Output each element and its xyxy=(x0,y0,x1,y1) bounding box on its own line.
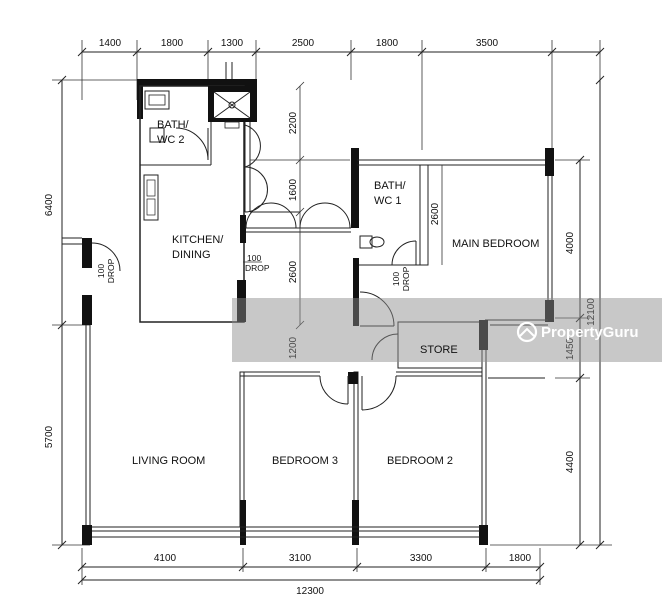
dim-right-mid: 1450 xyxy=(565,337,576,360)
bath-wc2-label-line2: WC 2 xyxy=(157,134,185,146)
bath-wc2-label-line1: BATH/ xyxy=(157,119,190,131)
dim-kitchen-v1: 1600 xyxy=(288,178,299,201)
living-room-label: LIVING ROOM xyxy=(132,455,205,467)
store-label: STORE xyxy=(420,344,458,356)
walls xyxy=(82,79,554,545)
dim-bath1-height: 2600 xyxy=(430,202,441,225)
room-labels: BATH/ WC 2 KITCHEN/ DINING BATH/ WC 1 MA… xyxy=(132,119,539,467)
drop-bath1-value: 100 xyxy=(391,272,401,286)
drop-left-label: DROP xyxy=(106,258,116,283)
kitchen-label-line2: DINING xyxy=(172,249,211,261)
dim-bottom-3: 3300 xyxy=(410,553,433,564)
kitchen-label-line1: KITCHEN/ xyxy=(172,234,224,246)
top-dimension-line: 1400 1800 1300 2500 1800 3500 xyxy=(77,38,605,150)
dim-top-5: 1800 xyxy=(376,38,399,49)
dim-left-upper: 6400 xyxy=(44,193,55,216)
dim-top-4: 2500 xyxy=(292,38,315,49)
dim-top-6: 3500 xyxy=(476,38,499,49)
watermark: PropertyGuru xyxy=(232,298,662,362)
main-bedroom-label: MAIN BEDROOM xyxy=(452,238,539,250)
interior-dimensions: 2200 1600 2600 2600 1200 xyxy=(250,81,443,359)
bath-wc1-label-line2: WC 1 xyxy=(374,195,402,207)
drop-kitchen-label: DROP xyxy=(245,263,270,273)
dim-right-total: 12100 xyxy=(586,298,597,326)
dim-kitchen-v2: 2600 xyxy=(288,260,299,283)
dim-right-upper: 4000 xyxy=(565,231,576,254)
dim-corridor: 1200 xyxy=(288,336,299,359)
drop-kitchen-value: 100 xyxy=(247,253,261,263)
dim-bottom-4: 1800 xyxy=(509,553,532,564)
dim-left-lower: 5700 xyxy=(44,425,55,448)
dim-bottom-total: 12300 xyxy=(296,586,324,597)
bath-wc1-label-line1: BATH/ xyxy=(374,180,407,192)
drop-left-value: 100 xyxy=(96,264,106,278)
dim-bath2-height: 2200 xyxy=(288,111,299,134)
watermark-text: PropertyGuru xyxy=(541,324,639,341)
dim-top-2: 1800 xyxy=(161,38,184,49)
dim-right-lower: 4400 xyxy=(565,450,576,473)
dim-top-1: 1400 xyxy=(99,38,122,49)
dim-bottom-1: 4100 xyxy=(154,553,177,564)
bedroom3-label: BEDROOM 3 xyxy=(272,455,338,467)
bedroom2-label: BEDROOM 2 xyxy=(387,455,453,467)
fixtures xyxy=(62,62,545,411)
drop-labels: 100 DROP 100 DROP 100 DROP xyxy=(96,253,411,291)
right-dimension-line: 4000 1450 4400 12100 xyxy=(490,75,612,550)
dim-bottom-2: 3100 xyxy=(289,553,312,564)
dim-top-3: 1300 xyxy=(221,38,244,49)
propertyguru-logo-icon xyxy=(516,321,538,343)
bottom-dimension-line: 4100 3100 3300 1800 12300 xyxy=(77,548,545,597)
drop-bath1-label: DROP xyxy=(401,266,411,291)
